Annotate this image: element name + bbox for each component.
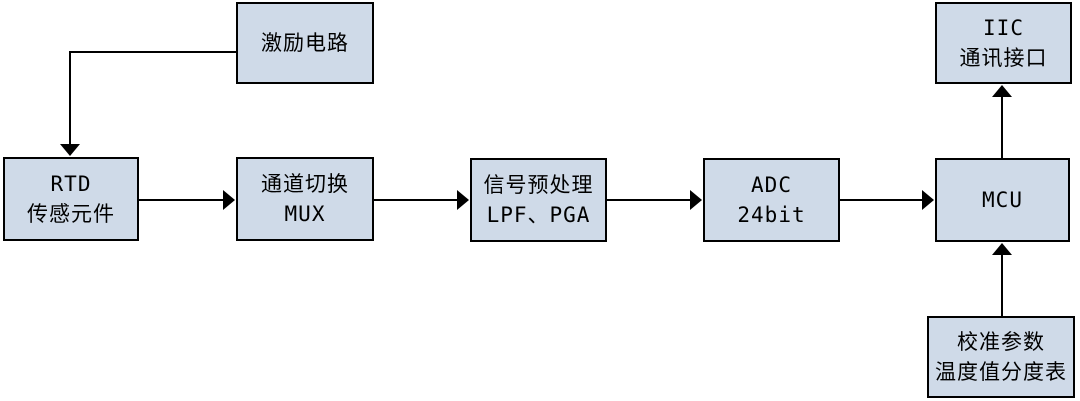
node-calibration-table: 校准参数 温度值分度表 — [927, 316, 1075, 398]
node-excitation-circuit: 激励电路 — [236, 2, 374, 84]
node-channel-mux-label: 通道切换 MUX — [261, 172, 349, 226]
node-excitation-circuit-label: 激励电路 — [261, 31, 349, 55]
node-signal-preprocessing: 信号预处理 LPF、PGA — [470, 158, 607, 242]
node-iic-interface-label: IIC 通讯接口 — [959, 16, 1048, 70]
arrow-excitation-to-rtd — [60, 51, 236, 156]
node-adc-24bit-label: ADC 24bit — [737, 173, 806, 227]
node-rtd-sensor: RTD 传感元件 — [3, 157, 139, 241]
node-iic-interface: IIC 通讯接口 — [935, 2, 1072, 84]
node-calibration-table-label: 校准参数 温度值分度表 — [935, 330, 1067, 384]
node-channel-mux: 通道切换 MUX — [236, 157, 374, 241]
node-mcu-label: MCU — [982, 188, 1023, 212]
node-adc-24bit: ADC 24bit — [703, 158, 840, 242]
node-signal-preprocessing-label: 信号预处理 LPF、PGA — [483, 173, 594, 227]
node-mcu: MCU — [935, 158, 1070, 242]
node-rtd-sensor-label: RTD 传感元件 — [27, 172, 115, 226]
